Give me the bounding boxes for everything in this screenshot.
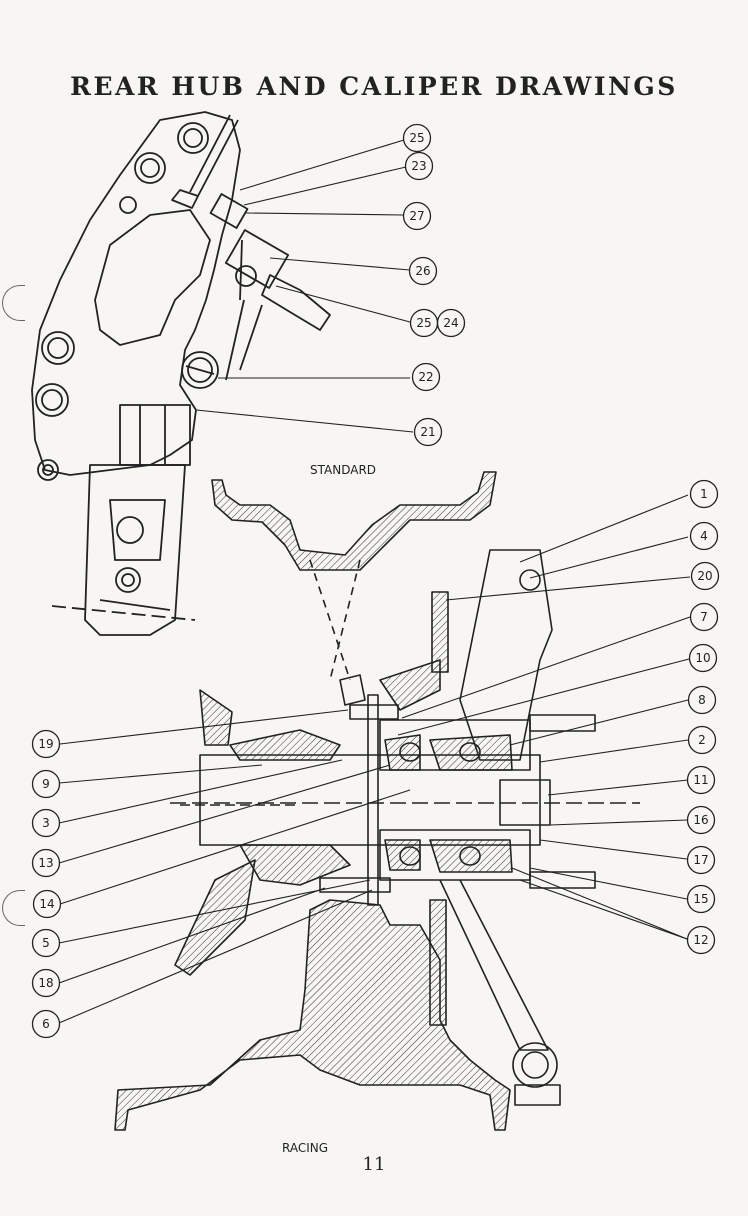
- callout-16: 16: [688, 807, 715, 834]
- callout-14: 14: [34, 891, 61, 918]
- upright-arm: [460, 550, 552, 760]
- callout-21: 21: [415, 419, 442, 446]
- callout-24: 24: [438, 310, 465, 337]
- label-racing: RACING: [282, 1141, 328, 1155]
- callout-number: 13: [38, 856, 53, 870]
- callout-number: 19: [38, 737, 53, 751]
- callout-15: 15: [688, 886, 715, 913]
- callout-26: 26: [410, 258, 437, 285]
- callout-3: 3: [33, 810, 60, 837]
- callout-7: 7: [691, 604, 718, 631]
- callout-5: 5: [33, 930, 60, 957]
- callout-number: 12: [693, 933, 708, 947]
- callout-13: 13: [33, 850, 60, 877]
- callout-12: 12: [688, 927, 715, 954]
- callout-17: 17: [688, 847, 715, 874]
- caliper-drawing: [32, 112, 330, 635]
- callout-4: 4: [691, 523, 718, 550]
- callout-number: 25: [409, 131, 424, 145]
- callout-number: 4: [700, 529, 708, 543]
- callout-25a: 25: [404, 125, 431, 152]
- callout-number: 2: [698, 733, 706, 747]
- callout-number: 17: [693, 853, 708, 867]
- callout-number: 11: [693, 773, 708, 787]
- callout-number: 3: [42, 816, 50, 830]
- callout-number: 5: [42, 936, 50, 950]
- callout-number: 8: [698, 693, 706, 707]
- leader-lines: [59, 140, 690, 1023]
- callout-22: 22: [413, 364, 440, 391]
- callout-number: 24: [443, 316, 458, 330]
- callout-number: 16: [693, 813, 708, 827]
- callout-number: 18: [38, 976, 53, 990]
- caliper-body: [32, 112, 240, 475]
- callout-20: 20: [692, 563, 719, 590]
- callout-number: 10: [695, 651, 710, 665]
- callout-2: 2: [689, 727, 716, 754]
- callout-number: 22: [418, 370, 433, 384]
- callout-8: 8: [689, 687, 716, 714]
- callout-10: 10: [690, 645, 717, 672]
- callout-27: 27: [404, 203, 431, 230]
- callout-number: 9: [42, 777, 50, 791]
- wheel-rim-top: [212, 472, 496, 570]
- page-number: 11: [0, 1154, 748, 1175]
- label-standard: STANDARD: [310, 463, 376, 477]
- callout-number: 25: [416, 316, 431, 330]
- callout-number: 27: [409, 209, 424, 223]
- callout-number: 20: [697, 569, 712, 583]
- callout-number: 15: [693, 892, 708, 906]
- caliper-window: [95, 210, 210, 345]
- callout-18: 18: [33, 970, 60, 997]
- callout-number: 26: [415, 264, 430, 278]
- callout-number: 14: [39, 897, 54, 911]
- callout-number: 6: [42, 1017, 50, 1031]
- callout-number: 7: [700, 610, 708, 624]
- callout-23: 23: [406, 153, 433, 180]
- callout-11: 11: [688, 767, 715, 794]
- callout-number: 21: [420, 425, 435, 439]
- callout-9: 9: [33, 771, 60, 798]
- callout-6: 6: [33, 1011, 60, 1038]
- callout-number: 23: [411, 159, 426, 173]
- wheel-rim-bottom: [115, 900, 510, 1130]
- callout-25b: 25: [411, 310, 438, 337]
- callout-1: 1: [691, 481, 718, 508]
- callout-number: 1: [700, 487, 708, 501]
- callout-19: 19: [33, 731, 60, 758]
